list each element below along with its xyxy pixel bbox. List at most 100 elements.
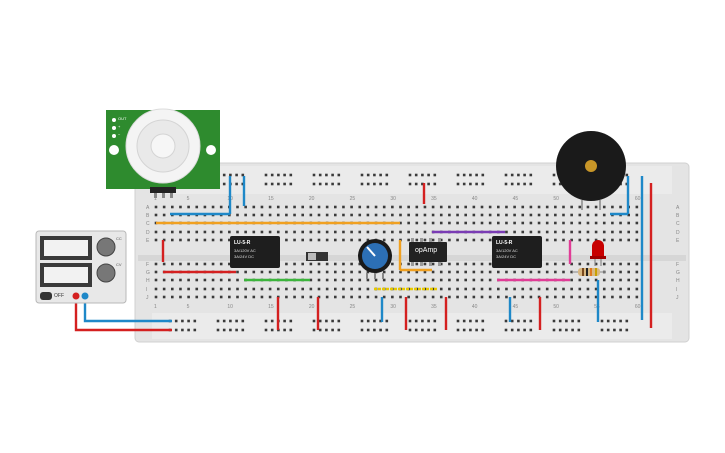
breadboard-hole[interactable] [558, 182, 562, 186]
breadboard-hole[interactable] [578, 221, 582, 225]
breadboard-hole[interactable] [289, 173, 293, 177]
breadboard-hole[interactable] [270, 319, 274, 323]
breadboard-hole[interactable] [545, 270, 549, 274]
breadboard-hole[interactable] [154, 278, 158, 282]
breadboard-hole[interactable] [517, 319, 520, 323]
breadboard-hole[interactable] [448, 278, 451, 282]
breadboard-hole[interactable] [513, 295, 516, 299]
breadboard-hole[interactable] [570, 238, 573, 242]
breadboard-hole[interactable] [342, 213, 345, 217]
breadboard-hole[interactable] [154, 230, 158, 234]
breadboard-hole[interactable] [342, 230, 345, 234]
breadboard-hole[interactable] [602, 295, 606, 299]
breadboard-hole[interactable] [456, 182, 460, 186]
breadboard-hole[interactable] [154, 213, 158, 217]
breadboard-hole[interactable] [586, 278, 590, 282]
breadboard-hole[interactable] [513, 270, 516, 274]
breadboard-hole[interactable] [423, 221, 427, 225]
breadboard-hole[interactable] [293, 270, 296, 274]
breadboard-hole[interactable] [505, 230, 508, 234]
breadboard-hole[interactable] [594, 205, 598, 209]
breadboard-hole[interactable] [517, 328, 520, 332]
breadboard-hole[interactable] [600, 328, 604, 332]
breadboard-hole[interactable] [285, 205, 288, 209]
breadboard-hole[interactable] [283, 182, 286, 186]
breadboard-hole[interactable] [613, 328, 616, 332]
breadboard-hole[interactable] [195, 295, 199, 299]
breadboard-hole[interactable] [415, 238, 419, 242]
breadboard-hole[interactable] [374, 230, 378, 234]
breadboard-hole[interactable] [448, 287, 451, 291]
breadboard-hole[interactable] [619, 262, 622, 266]
breadboard-hole[interactable] [391, 238, 394, 242]
breadboard-hole[interactable] [602, 221, 606, 225]
breadboard-hole[interactable] [523, 182, 526, 186]
breadboard-hole[interactable] [619, 295, 622, 299]
breadboard-hole[interactable] [211, 238, 215, 242]
breadboard-hole[interactable] [366, 230, 370, 234]
breadboard-hole[interactable] [350, 270, 353, 274]
breadboard-hole[interactable] [594, 278, 598, 282]
breadboard-hole[interactable] [162, 287, 166, 291]
breadboard-hole[interactable] [317, 213, 321, 217]
breadboard-hole[interactable] [385, 319, 389, 323]
breadboard-hole[interactable] [439, 270, 443, 274]
breadboard-hole[interactable] [481, 182, 485, 186]
breadboard-hole[interactable] [334, 278, 337, 282]
breadboard-hole[interactable] [331, 328, 334, 332]
breadboard-hole[interactable] [334, 270, 337, 274]
breadboard-hole[interactable] [497, 287, 500, 291]
breadboard-hole[interactable] [252, 287, 256, 291]
slide-switch[interactable] [306, 252, 328, 261]
breadboard-hole[interactable] [469, 173, 472, 177]
breadboard-hole[interactable] [235, 328, 238, 332]
breadboard-hole[interactable] [374, 295, 378, 299]
breadboard-hole[interactable] [382, 295, 386, 299]
breadboard-hole[interactable] [456, 328, 460, 332]
breadboard-hole[interactable] [187, 238, 190, 242]
breadboard-hole[interactable] [211, 230, 215, 234]
breadboard-hole[interactable] [529, 287, 533, 291]
breadboard-hole[interactable] [448, 213, 451, 217]
breadboard-hole[interactable] [293, 230, 296, 234]
breadboard-hole[interactable] [497, 221, 500, 225]
breadboard-hole[interactable] [635, 205, 639, 209]
breadboard-hole[interactable] [187, 230, 190, 234]
breadboard-hole[interactable] [187, 205, 190, 209]
breadboard-hole[interactable] [171, 238, 174, 242]
breadboard-hole[interactable] [301, 262, 304, 266]
breadboard-hole[interactable] [414, 173, 418, 177]
potentiometer[interactable] [358, 239, 392, 279]
breadboard-hole[interactable] [301, 287, 304, 291]
breadboard-hole[interactable] [558, 328, 562, 332]
breadboard-hole[interactable] [228, 278, 231, 282]
breadboard-hole[interactable] [611, 287, 614, 291]
breadboard-hole[interactable] [481, 173, 485, 177]
breadboard-hole[interactable] [464, 262, 467, 266]
breadboard-hole[interactable] [331, 319, 334, 323]
breadboard-hole[interactable] [270, 182, 274, 186]
breadboard-hole[interactable] [374, 205, 378, 209]
breadboard-hole[interactable] [497, 270, 500, 274]
breadboard-hole[interactable] [399, 278, 402, 282]
breadboard-hole[interactable] [301, 230, 304, 234]
breadboard-hole[interactable] [317, 230, 321, 234]
breadboard-hole[interactable] [276, 270, 280, 274]
breadboard-hole[interactable] [171, 278, 174, 282]
breadboard-hole[interactable] [635, 221, 639, 225]
breadboard-hole[interactable] [366, 278, 370, 282]
breadboard-hole[interactable] [627, 221, 630, 225]
relay-right[interactable] [492, 236, 542, 268]
breadboard-hole[interactable] [264, 182, 268, 186]
breadboard-hole[interactable] [407, 213, 410, 217]
breadboard-hole[interactable] [289, 319, 293, 323]
breadboard-hole[interactable] [421, 182, 424, 186]
breadboard-hole[interactable] [431, 221, 435, 225]
breadboard-hole[interactable] [285, 270, 288, 274]
breadboard-hole[interactable] [554, 205, 557, 209]
breadboard-hole[interactable] [537, 287, 541, 291]
breadboard-hole[interactable] [216, 328, 220, 332]
breadboard-hole[interactable] [570, 278, 573, 282]
breadboard-hole[interactable] [260, 295, 264, 299]
breadboard-hole[interactable] [537, 230, 541, 234]
